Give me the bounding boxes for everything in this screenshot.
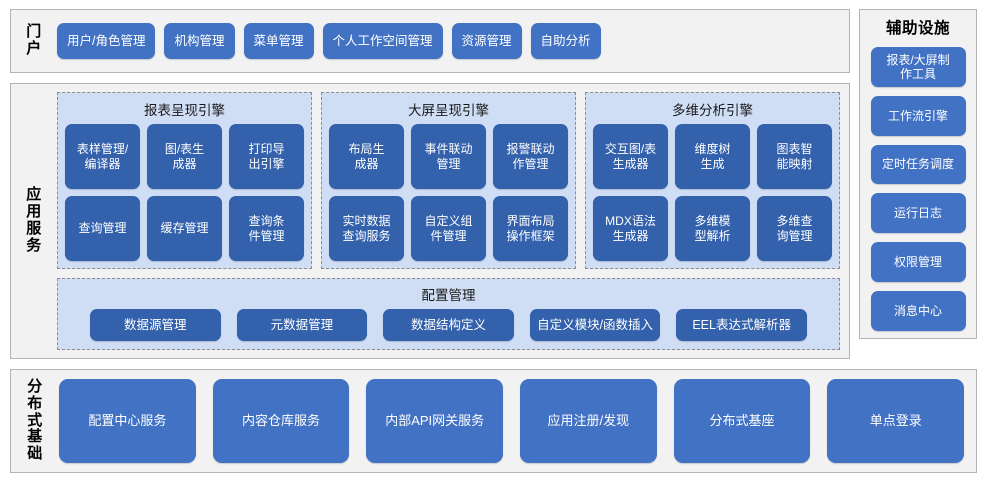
base-button-single-sign-on[interactable]: 单点登录	[827, 379, 965, 463]
config-button-data-structure-definition[interactable]: 数据结构定义	[383, 309, 514, 341]
portal-button-menu[interactable]: 菜单管理	[243, 23, 314, 59]
multidimensional-analysis-engine-box: 多维分析引擎 交互图/表 生成器 维度树 生成 图表智 能映射 MDX语法 生成…	[585, 92, 840, 269]
application-services-row-label: 应 用 服 务	[26, 186, 42, 254]
engine-button-event-linkage-management[interactable]: 事件联动 管理	[411, 124, 486, 189]
portal-button-self-service-analysis[interactable]: 自助分析	[530, 23, 601, 59]
portal-panel: 门 户 用户/角色管理 机构管理 菜单管理 个人工作空间管理 资源管理 自助分析	[10, 9, 850, 73]
top-row: 门 户 用户/角色管理 机构管理 菜单管理 个人工作空间管理 资源管理 自助分析…	[10, 9, 977, 339]
base-button-content-repository-service[interactable]: 内容仓库服务	[212, 379, 350, 463]
configuration-button-list: 数据源管理 元数据管理 数据结构定义 自定义模块/函数插入 EEL表达式解析器	[66, 309, 831, 341]
engine-button-print-export-engine[interactable]: 打印导 出引擎	[229, 124, 304, 189]
portal-button-org[interactable]: 机构管理	[164, 23, 235, 59]
distributed-base-panel: 分 布 式 基 础 配置中心服务 内容仓库服务 内部API网关服务 应用注册/发…	[10, 369, 977, 473]
base-button-internal-api-gateway-service[interactable]: 内部API网关服务	[366, 379, 504, 463]
auxiliary-item-list: 报表/大屏制 作工具 工作流引擎 定时任务调度 运行日志 权限管理 消息中心	[860, 47, 976, 331]
grid-row: 布局生 成器 事件联动 管理 报警联动 作管理	[329, 124, 568, 189]
multidimensional-analysis-engine-grid: 交互图/表 生成器 维度树 生成 图表智 能映射 MDX语法 生成器 多维模 型…	[593, 124, 832, 261]
aux-button-message-center[interactable]: 消息中心	[870, 291, 966, 331]
application-services-body: 报表呈现引擎 表样管理/ 编译器 图/表生 成器 打印导 出引擎 查询管理 缓存…	[57, 92, 840, 350]
engine-button-dimension-tree-generation[interactable]: 维度树 生成	[675, 124, 750, 189]
config-button-custom-module-function[interactable]: 自定义模块/函数插入	[529, 309, 661, 341]
grid-row: 交互图/表 生成器 维度树 生成 图表智 能映射	[593, 124, 832, 189]
large-screen-rendering-engine-title: 大屏呈现引擎	[408, 103, 489, 118]
report-rendering-engine-grid: 表样管理/ 编译器 图/表生 成器 打印导 出引擎 查询管理 缓存管理 查询条 …	[65, 124, 304, 261]
config-button-eel-expression-parser[interactable]: EEL表达式解析器	[676, 309, 807, 341]
engine-button-query-management[interactable]: 查询管理	[65, 196, 140, 261]
portal-button-user-role[interactable]: 用户/角色管理	[57, 23, 156, 59]
grid-row: MDX语法 生成器 多维模 型解析 多维查 询管理	[593, 196, 832, 261]
configuration-management-box: 配置管理 数据源管理 元数据管理 数据结构定义 自定义模块/函数插入 EEL表达…	[57, 278, 840, 350]
report-rendering-engine-box: 报表呈现引擎 表样管理/ 编译器 图/表生 成器 打印导 出引擎 查询管理 缓存…	[57, 92, 312, 269]
base-button-distributed-foundation[interactable]: 分布式基座	[673, 379, 811, 463]
engine-button-realtime-data-query-service[interactable]: 实时数据 查询服务	[329, 196, 404, 261]
report-rendering-engine-title: 报表呈现引擎	[144, 103, 225, 118]
large-screen-rendering-engine-box: 大屏呈现引擎 布局生 成器 事件联动 管理 报警联动 作管理 实时数据 查询服务…	[321, 92, 576, 269]
grid-row: 查询管理 缓存管理 查询条 件管理	[65, 196, 304, 261]
aux-button-workflow-engine[interactable]: 工作流引擎	[870, 95, 966, 136]
engines-row: 报表呈现引擎 表样管理/ 编译器 图/表生 成器 打印导 出引擎 查询管理 缓存…	[57, 92, 840, 269]
engine-button-interactive-chart-generator[interactable]: 交互图/表 生成器	[593, 124, 668, 189]
configuration-management-title: 配置管理	[421, 288, 476, 303]
engine-button-layout-generator[interactable]: 布局生 成器	[329, 124, 404, 189]
engine-button-ui-layout-framework[interactable]: 界面布局 操作框架	[493, 196, 568, 261]
auxiliary-facilities-panel: 辅助设施 报表/大屏制 作工具 工作流引擎 定时任务调度 运行日志 权限管理 消…	[859, 9, 977, 339]
engine-button-cache-management[interactable]: 缓存管理	[147, 196, 222, 261]
engine-button-custom-component-management[interactable]: 自定义组 件管理	[411, 196, 486, 261]
portal-button-workspace[interactable]: 个人工作空间管理	[322, 23, 443, 59]
config-button-metadata-management[interactable]: 元数据管理	[236, 309, 368, 341]
engine-button-chart-smart-mapping[interactable]: 图表智 能映射	[757, 124, 832, 189]
engine-button-chart-table-generator[interactable]: 图/表生 成器	[147, 124, 222, 189]
base-button-config-center-service[interactable]: 配置中心服务	[59, 379, 196, 463]
engine-button-multidim-model-parsing[interactable]: 多维模 型解析	[675, 196, 750, 261]
middle-row: 应 用 服 务 报表呈现引擎 表样管理/ 编译器 图/表生 成器 打印导 出引擎	[10, 83, 977, 359]
aux-button-runtime-log[interactable]: 运行日志	[870, 193, 966, 234]
config-button-datasource-management[interactable]: 数据源管理	[90, 309, 221, 341]
portal-row-label: 门 户	[26, 23, 42, 57]
aux-button-scheduled-task[interactable]: 定时任务调度	[870, 144, 966, 185]
distributed-base-button-list: 配置中心服务 内容仓库服务 内部API网关服务 应用注册/发现 分布式基座 单点…	[59, 379, 965, 463]
aux-button-permission-management[interactable]: 权限管理	[870, 242, 966, 283]
engine-button-query-condition-management[interactable]: 查询条 件管理	[229, 196, 304, 261]
application-services-panel: 应 用 服 务 报表呈现引擎 表样管理/ 编译器 图/表生 成器 打印导 出引擎	[10, 83, 850, 359]
auxiliary-panel-title: 辅助设施	[885, 20, 950, 37]
engine-button-multidim-query-management[interactable]: 多维查 询管理	[757, 196, 832, 261]
engine-button-mdx-syntax-generator[interactable]: MDX语法 生成器	[593, 196, 668, 261]
base-button-app-registration-discovery[interactable]: 应用注册/发现	[520, 379, 657, 463]
multidimensional-analysis-engine-title: 多维分析引擎	[672, 103, 753, 118]
distributed-base-row-label: 分 布 式 基 础	[27, 378, 43, 463]
grid-row: 实时数据 查询服务 自定义组 件管理 界面布局 操作框架	[329, 196, 568, 261]
engine-button-template-compiler[interactable]: 表样管理/ 编译器	[65, 124, 140, 189]
portal-button-list: 用户/角色管理 机构管理 菜单管理 个人工作空间管理 资源管理 自助分析	[57, 23, 840, 59]
grid-row: 表样管理/ 编译器 图/表生 成器 打印导 出引擎	[65, 124, 304, 189]
large-screen-rendering-engine-grid: 布局生 成器 事件联动 管理 报警联动 作管理 实时数据 查询服务 自定义组 件…	[329, 124, 568, 261]
portal-button-resource[interactable]: 资源管理	[451, 23, 522, 59]
engine-button-alarm-linkage-action-management[interactable]: 报警联动 作管理	[493, 124, 568, 189]
aux-button-report-screen-tool[interactable]: 报表/大屏制 作工具	[870, 47, 966, 87]
